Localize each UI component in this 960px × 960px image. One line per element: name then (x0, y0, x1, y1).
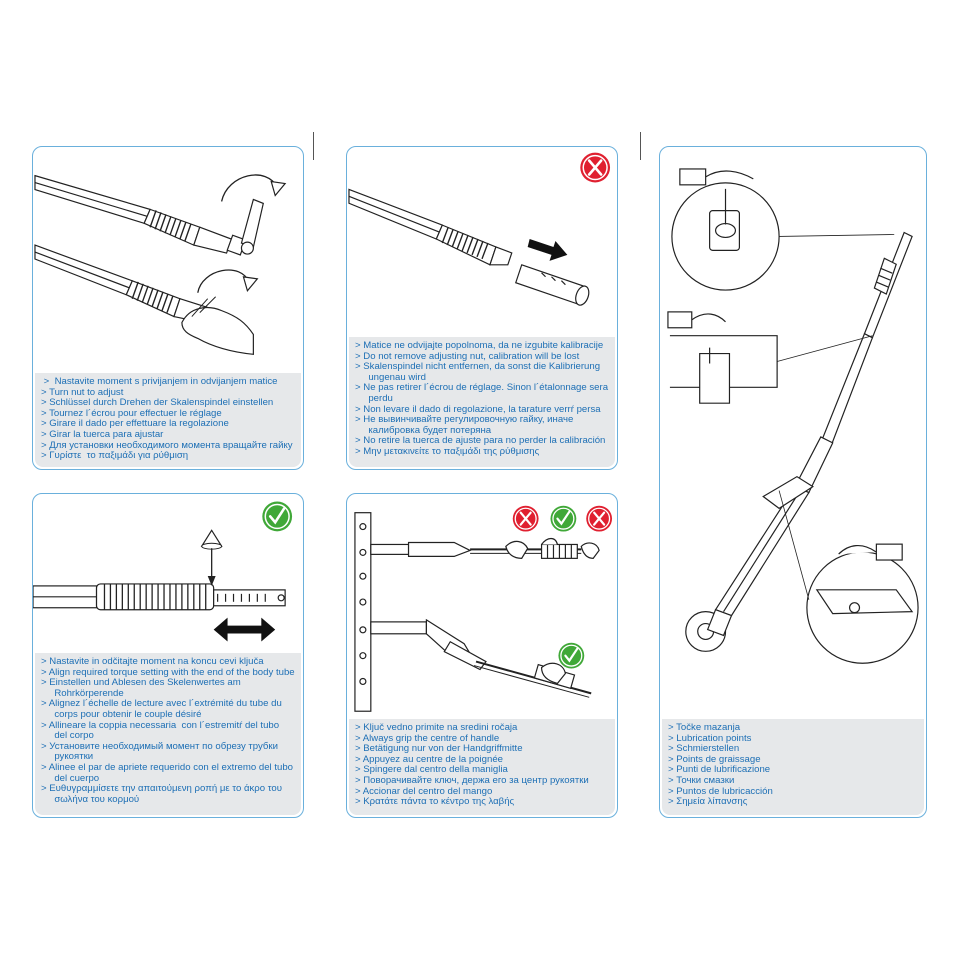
caption-line: > Always grip the centre of handle (355, 732, 500, 744)
lubrication-oiler-icon (667, 311, 693, 329)
caption-line: > Girar la tuerca para ajustar (41, 428, 164, 440)
caption-line: > No retire la tuerca de ajuste para no … (355, 435, 606, 447)
caption-line: > Поворачивайте ключ, держа его за центр… (355, 774, 589, 786)
panel-align-scale: > Nastavite in odčitajte moment na koncu… (32, 493, 304, 818)
caption-line: > Nastavite moment s privijanjem in odvi… (41, 376, 278, 387)
adjust-illustration (34, 174, 287, 355)
caption-line: > Σημεία λίπανσης (668, 796, 748, 808)
caption-line: del cuerpo (41, 772, 100, 784)
caption-line: > Μην μετακινείτε το παξιμάδι της ρύθμισ… (355, 445, 540, 457)
adjusting-nut (514, 264, 586, 306)
caption-line: perdu (355, 392, 393, 404)
caption-line: > Alignez l´échelle de lecture avec l´ex… (41, 698, 282, 710)
caption-line: > Alinee el par de apriete requerido con… (41, 761, 293, 773)
caption-line: > Установите необходимый момент по обрез… (41, 740, 278, 752)
detail-circle-middle (667, 311, 778, 404)
caption-line: > Ne pas retirer l´écrou de réglage. Sin… (355, 382, 609, 394)
caption-line: > Punti de lubrificazione (668, 764, 771, 776)
caption-do-not-remove: > Matice ne odvijajte popolnoma, da ne i… (349, 337, 615, 467)
remove-nut-illustration (348, 152, 611, 306)
wrench-tube-upper (34, 174, 264, 256)
caption-align-scale: > Nastavite in odčitajte moment na koncu… (35, 653, 301, 815)
caption-line: > Spingere dal centro della maniglia (355, 764, 508, 776)
arrow-icon (527, 239, 568, 261)
detail-circle-top (671, 168, 780, 291)
caption-line: > Schlüssel durch Drehen der Skalenspind… (41, 397, 274, 409)
column-divider-left (313, 132, 314, 160)
panel-do-not-remove: > Matice ne odvijajte popolnoma, da ne i… (346, 146, 618, 470)
caption-line: > Γυρίστε το παξιμάδι για ρύθμιση (41, 450, 189, 462)
column-divider-right (640, 132, 641, 160)
caption-line: > Lubrication points (668, 732, 752, 744)
wrong-badge-icon (512, 505, 539, 532)
lubrication-oiler-icon (875, 543, 903, 561)
correct-badge-icon (262, 501, 293, 532)
grip-centre-illustration (354, 505, 613, 712)
caption-line: corps pour obtenir le couple désiré (41, 708, 202, 720)
caption-line: > Točke mazanja (668, 722, 741, 733)
caption-line: > Puntos de lubricacción (668, 785, 773, 797)
caption-line: > Для установки необходимого момента вра… (41, 439, 293, 451)
caption-grip-centre: > Ključ vedno primite na sredini ročaja … (349, 719, 615, 815)
caption-line: > Betätigung nur von der Handgriffmitte (355, 743, 523, 755)
panel-lubrication: > Točke mazanja > Lubrication points > S… (659, 146, 927, 818)
caption-line: > Schmierstellen (668, 743, 740, 755)
caption-line: > Appuyez au centre de la poignée (355, 753, 504, 765)
panel-adjust: > Nastavite moment s privijanjem in odvi… (32, 146, 304, 470)
caption-line: > Girare il dado per effettuare la regol… (41, 418, 229, 430)
caption-adjust: > Nastavite moment s privijanjem in odvi… (35, 373, 301, 467)
caption-line: > Ključ vedno primite na sredini ročaja (355, 722, 518, 733)
caption-line: > Align required torque setting with the… (41, 666, 295, 678)
caption-line: > Ευθυγραμμίσετε την απαιτούμενη ροπή με… (41, 783, 282, 795)
caption-line: > Non levare il dado di regolazione, la … (355, 403, 601, 415)
caption-line: ungenau wird (355, 371, 426, 383)
caption-line: рукоятки (41, 751, 94, 763)
caption-line: калибровка будет потеряна (355, 424, 492, 436)
caption-line: > Κρατάτε πάντα το κέντρο της λαβής (355, 796, 515, 808)
arrow-icon (213, 617, 276, 642)
lubrication-oiler-icon (679, 168, 707, 186)
caption-line: > Points de graissage (668, 753, 761, 765)
wrench-tube-lower (34, 244, 254, 355)
caption-line: > Do not remove adjusting nut, calibrati… (355, 350, 580, 362)
align-scale-illustration (33, 501, 293, 642)
correct-badge-icon (558, 642, 585, 669)
wrong-badge-icon (580, 152, 611, 183)
caption-line: > Turn nut to adjust (41, 386, 124, 398)
caption-line: > Einstellen und Ablesen des Skelenwerte… (41, 677, 241, 689)
caption-line: > Matice ne odvijajte popolnoma, da ne i… (355, 340, 604, 351)
detail-circle-bottom (806, 543, 919, 664)
caption-line: Rohrkörperende (41, 687, 124, 699)
caption-line: > Skalenspindel nicht entfernen, da sons… (355, 361, 601, 373)
caption-line: σωλήνα του κορμού (41, 793, 140, 805)
caption-line: > Allineare la coppia necessaria con l´e… (41, 719, 280, 731)
lubrication-illustration (667, 168, 919, 664)
caption-line: > Не вывинчивайте регулировочную гайку, … (355, 414, 574, 426)
wrong-badge-icon (586, 505, 613, 532)
correct-badge-icon (550, 505, 577, 532)
caption-line: > Точки смазки (668, 774, 735, 786)
caption-line: > Accionar del centro del mango (355, 785, 493, 797)
caption-lubrication: > Točke mazanja > Lubrication points > S… (662, 719, 924, 815)
panel-grip-centre: > Ključ vedno primite na sredini ročaja … (346, 493, 618, 818)
caption-line: del corpo (41, 730, 94, 742)
caption-line: > Tournez l´écrou pour effectuer le régl… (41, 407, 222, 419)
caption-line: > Nastavite in odčitajte moment na koncu… (41, 656, 264, 667)
